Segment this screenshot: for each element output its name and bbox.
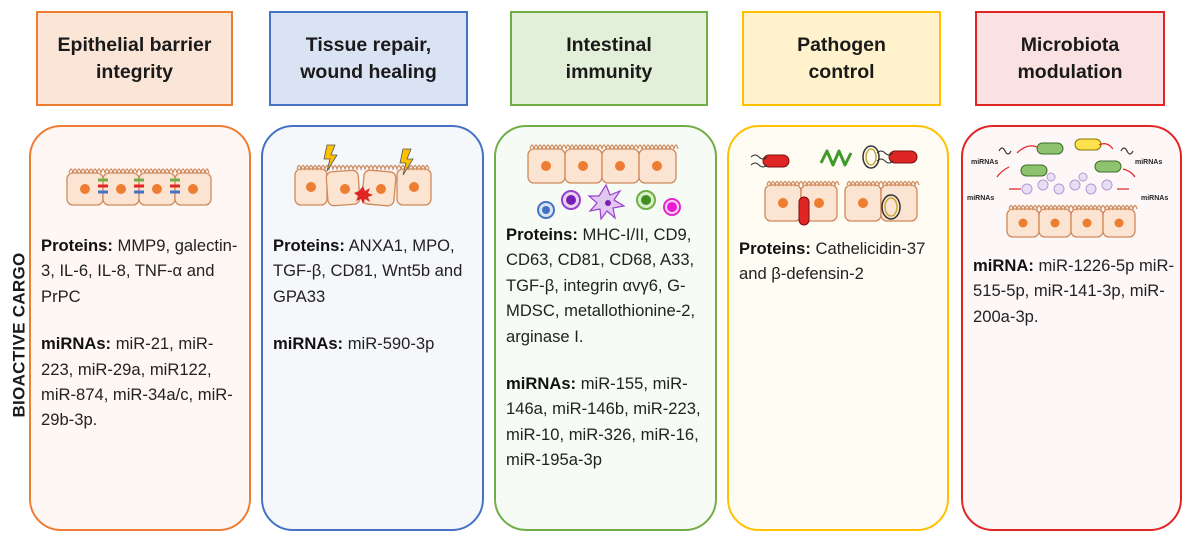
panel-text: Proteins: ANXA1, MPO, TGF-β, CD81, Wnt5b… (273, 233, 476, 357)
panel-epithelial-barrier: Proteins: MMP9, galectin-3, IL-6, IL-8, … (29, 125, 251, 531)
header-title: Tissue repair, wound healing (300, 34, 437, 83)
header-epithelial-barrier: Epithelial barrier integrity (36, 11, 233, 106)
block-text: miR-1226-5p miR-515-5p, miR-141-3p, miR-… (973, 256, 1174, 326)
proteins-block: Proteins: MHC-I/II, CD9, CD63, CD81, CD6… (506, 222, 709, 349)
side-label-text: BIOACTIVE CARGO (10, 252, 29, 418)
block-label: Proteins: (739, 239, 811, 258)
panel-pathogen-control: Proteins: Cathelicidin-37 and β-defensin… (727, 125, 949, 531)
header-title: Microbiota modulation (1017, 34, 1123, 83)
illustration-label: miRNAs (1141, 195, 1168, 202)
panel-text: Proteins: MHC-I/II, CD9, CD63, CD81, CD6… (506, 222, 709, 472)
mirnas-block: miRNAs: miR-155, miR-146a, miR-146b, miR… (506, 371, 709, 473)
illustration-label: miRNAs (967, 195, 994, 202)
block-label: miRNAs: (506, 373, 577, 393)
block-text: miR-155, miR-146a, miR-146b, miR-223, mi… (506, 373, 701, 469)
illustration-label: miRNAs (1135, 159, 1162, 166)
block-text: MMP9, galectin-3, IL-6, IL-8, TNF-α and … (41, 236, 238, 306)
header-title: Pathogen control (797, 34, 886, 83)
bacteria-epithelium-icon (729, 127, 947, 232)
proteins-block: Proteins: ANXA1, MPO, TGF-β, CD81, Wnt5b… (273, 233, 476, 309)
epithelium-tight-junctions-icon (31, 127, 249, 227)
panel-microbiota-modulation: miRNAs miRNAs miRNAs miRNAs (961, 125, 1182, 531)
illustration-label: miRNAs (971, 159, 998, 166)
block-text: miR-21, miR-223, miR-29a, miR122, miR-87… (41, 334, 233, 430)
block-text: MHC-I/II, CD9, CD63, CD81, CD68, A33, TG… (506, 225, 696, 346)
mirnas-block: miRNAs: miR-590-3p (273, 331, 476, 356)
mirnas-block: miRNAs: miR-21, miR-223, miR-29a, miR122… (41, 331, 243, 433)
block-text: ANXA1, MPO, TGF-β, CD81, Wnt5b and GPA33 (273, 236, 463, 306)
header-title: Epithelial barrier integrity (57, 34, 212, 83)
block-label: miRNAs: (41, 334, 112, 354)
header-pathogen-control: Pathogen control (742, 11, 941, 106)
block-label: miRNA: (973, 256, 1034, 275)
panel-text: Proteins: MMP9, galectin-3, IL-6, IL-8, … (41, 233, 243, 433)
panel-text: Proteins: Cathelicidin-37 and β-defensin… (739, 236, 941, 287)
panel-text: miRNA: miR-1226-5p miR-515-5p, miR-141-3… (973, 253, 1174, 329)
block-label: Proteins: (41, 236, 113, 255)
block-label: Proteins: (506, 225, 578, 244)
header-microbiota-modulation: Microbiota modulation (975, 11, 1165, 106)
panel-intestinal-immunity: Proteins: MHC-I/II, CD9, CD63, CD81, CD6… (494, 125, 717, 531)
epithelium-immune-cells-icon (496, 127, 715, 222)
panel-tissue-repair: Proteins: ANXA1, MPO, TGF-β, CD81, Wnt5b… (261, 125, 484, 531)
header-title: Intestinal immunity (565, 34, 653, 83)
microbiota-mirna-icon: miRNAs miRNAs miRNAs miRNAs (963, 127, 1180, 247)
block-label: Proteins: (273, 236, 345, 255)
damaged-epithelium-icon (263, 127, 482, 227)
block-text: Cathelicidin-37 and β-defensin-2 (739, 239, 926, 284)
header-intestinal-immunity: Intestinal immunity (510, 11, 708, 106)
header-tissue-repair: Tissue repair, wound healing (269, 11, 468, 106)
proteins-block: Proteins: Cathelicidin-37 and β-defensin… (739, 236, 941, 287)
mirna-block: miRNA: miR-1226-5p miR-515-5p, miR-141-3… (973, 253, 1174, 329)
block-label: miRNAs: (273, 334, 344, 354)
block-text: miR-590-3p (343, 334, 435, 354)
proteins-block: Proteins: MMP9, galectin-3, IL-6, IL-8, … (41, 233, 243, 309)
